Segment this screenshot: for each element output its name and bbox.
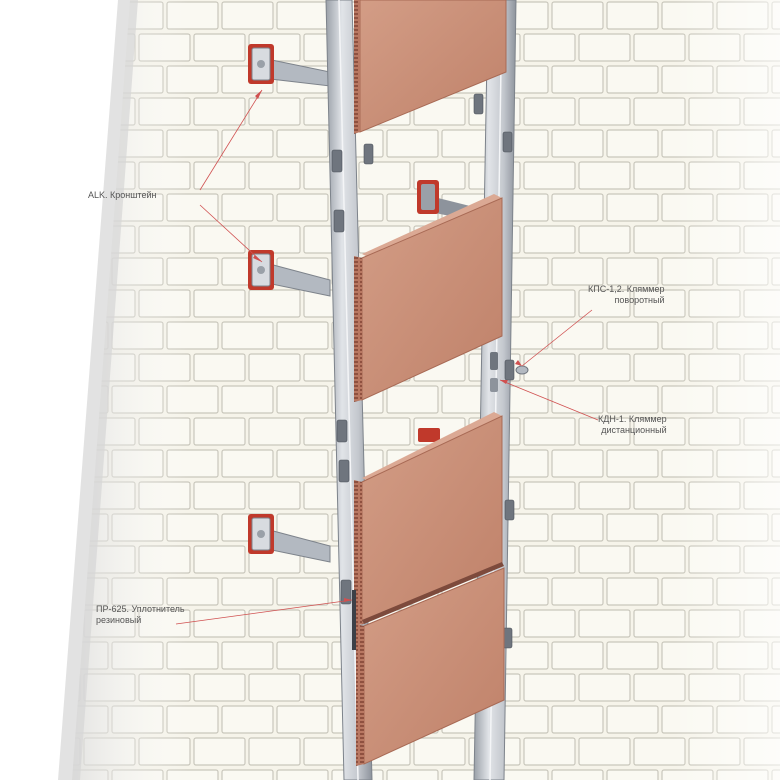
label-seal: ПР-625. Уплотнитель резиновый	[96, 604, 185, 626]
label-bracket: ALK. Кронштейн	[88, 190, 156, 201]
leader-lines	[175, 89, 599, 625]
label-distance-clamp: КДН-1. Кляммер дистанционный	[598, 414, 667, 436]
label-seal-line1: ПР-625. Уплотнитель	[96, 604, 185, 614]
facade-tile-2	[354, 194, 503, 402]
leader-bracket-top	[199, 89, 263, 191]
facade-tile-1	[354, 0, 507, 134]
alk-bracket-rear-2	[418, 428, 440, 442]
leader-arrowheads	[253, 90, 522, 602]
facade-tile-3	[354, 412, 503, 626]
leader-seal	[175, 599, 353, 625]
leader-bracket-middle	[199, 204, 263, 263]
leader-rotary-clamp	[521, 309, 593, 367]
alk-bracket-bottom	[248, 514, 331, 563]
label-seal-line2: резиновый	[96, 615, 142, 625]
label-rotary-clamp-line2: поворотный	[614, 295, 665, 305]
clamps	[331, 93, 515, 649]
facade-tile-4	[356, 562, 505, 766]
leader-distance-clamp	[499, 379, 599, 421]
label-rotary-clamp: КПС-1,2. Кляммер поворотный	[588, 284, 664, 306]
label-distance-clamp-line1: КДН-1. Кляммер	[598, 414, 667, 424]
alk-bracket-middle	[248, 250, 331, 297]
rotary-clamp-kps12	[515, 365, 529, 375]
label-rotary-clamp-line1: КПС-1,2. Кляммер	[588, 284, 665, 294]
alk-bracket-top	[248, 44, 331, 87]
label-distance-clamp-line2: дистанционный	[601, 425, 667, 435]
label-bracket-line1: ALK. Кронштейн	[88, 190, 157, 200]
rubber-seal-pr625	[352, 590, 356, 650]
distance-clamp-kdn1	[490, 352, 498, 392]
